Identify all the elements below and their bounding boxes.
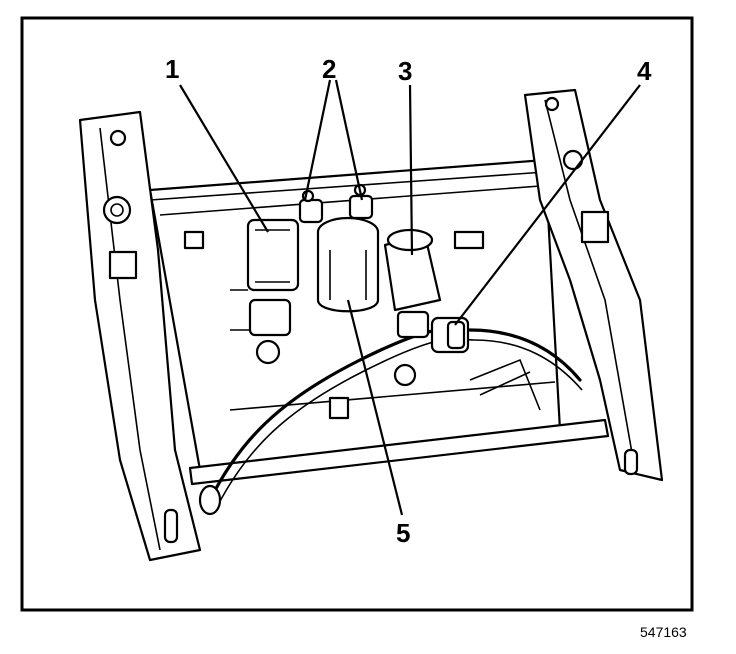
right-track-fastener <box>562 149 584 171</box>
callout-5: 5 <box>396 518 410 548</box>
left-seat-track <box>78 110 202 562</box>
figure-number: 547163 <box>640 624 687 640</box>
motor-2-gearbox <box>298 183 380 313</box>
leader-5 <box>346 299 404 516</box>
left-track-bolt-hole <box>109 129 127 147</box>
leader-1 <box>179 84 269 233</box>
leader-4 <box>454 84 641 326</box>
callout-3: 3 <box>398 56 412 86</box>
front-cross-bar <box>188 418 610 486</box>
leader-2a <box>303 79 332 201</box>
motor-1 <box>246 218 300 365</box>
seat-frame-assembly <box>78 88 664 562</box>
diagram-border <box>20 16 694 612</box>
left-track-fastener <box>102 195 132 225</box>
right-seat-track <box>523 88 664 482</box>
callout-2: 2 <box>322 54 336 84</box>
leader-3 <box>408 84 414 256</box>
leader-2b <box>334 79 364 201</box>
callout-1: 1 <box>165 54 179 84</box>
cable-connector-4 <box>430 316 470 354</box>
callout-4: 4 <box>637 56 652 86</box>
right-track-bolt-hole <box>544 96 560 112</box>
